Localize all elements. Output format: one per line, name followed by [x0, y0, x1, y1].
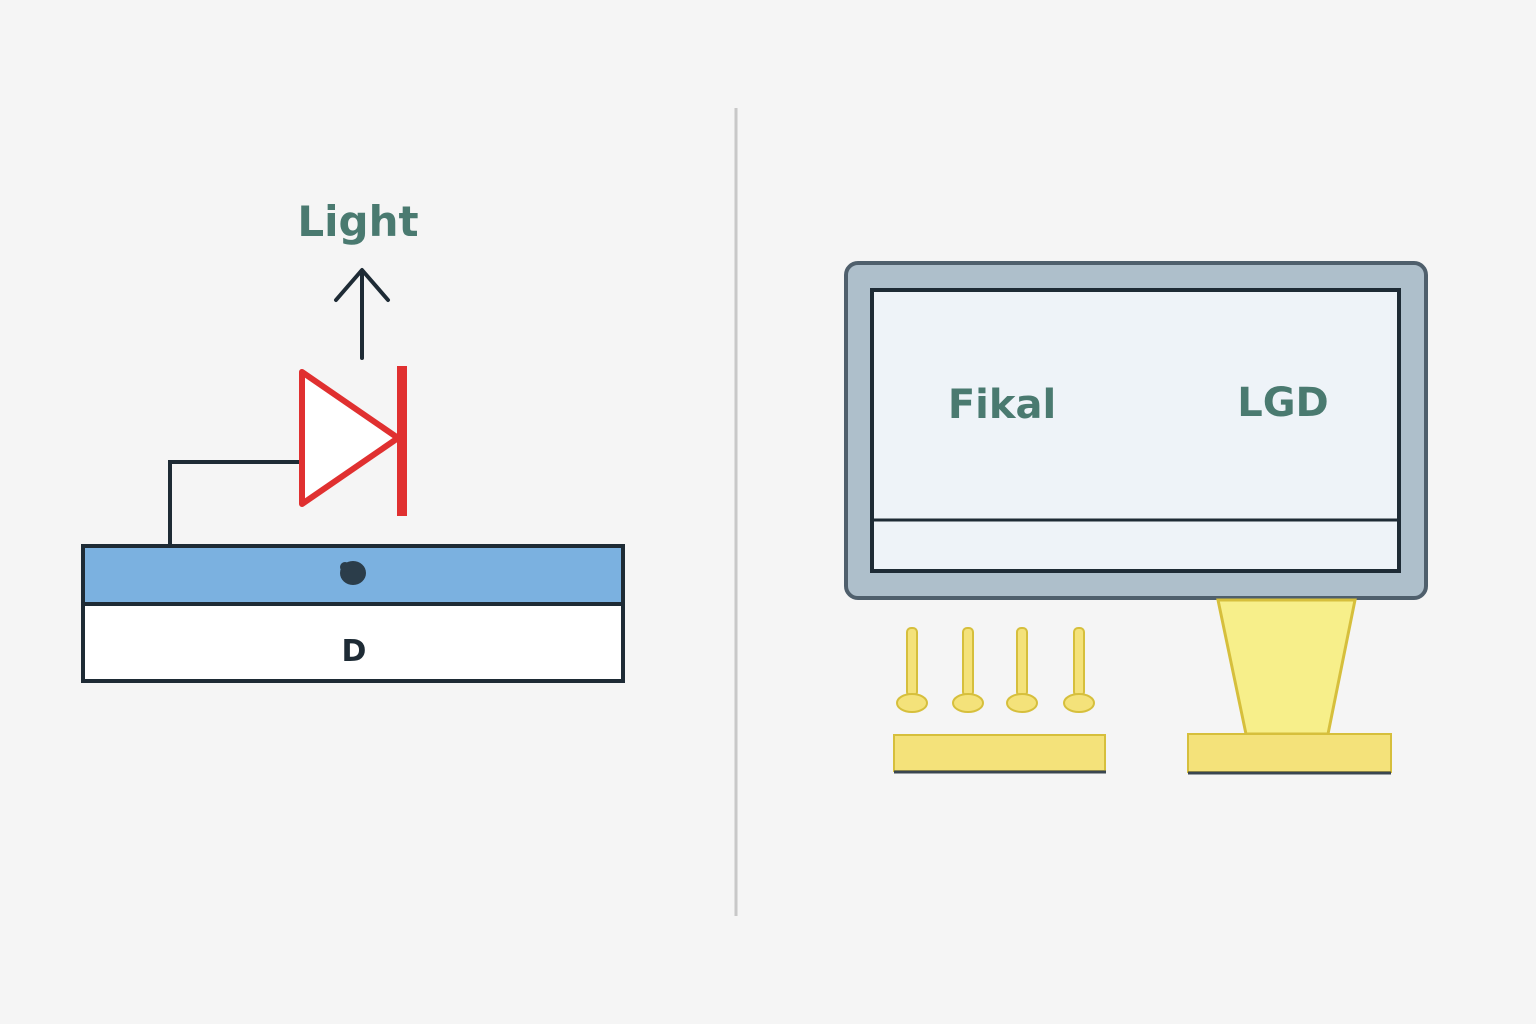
monitor-stand-base — [1187, 733, 1392, 773]
pin-4 — [1063, 627, 1095, 713]
pin-1 — [896, 627, 928, 713]
pin-3 — [1006, 627, 1038, 713]
dot-marker-icon — [340, 561, 366, 585]
monitor-screen — [870, 288, 1401, 573]
pin-2 — [952, 627, 984, 713]
display-diagram: Fikal LGD — [844, 261, 1428, 775]
layer-label: D — [342, 634, 367, 669]
screen-label-right: LGD — [1237, 380, 1329, 426]
arrow-up-icon — [334, 268, 390, 360]
white-layer — [81, 602, 625, 683]
light-label: Light — [297, 197, 418, 246]
led-diagram: Light D — [81, 197, 625, 683]
screen-label-left: Fikal — [948, 382, 1056, 428]
monitor-stand-neck — [1216, 598, 1357, 736]
pin-base-bar — [893, 734, 1106, 772]
connector-pins — [896, 627, 1095, 713]
connection-wire — [168, 460, 300, 546]
diode-symbol-icon — [299, 366, 407, 516]
